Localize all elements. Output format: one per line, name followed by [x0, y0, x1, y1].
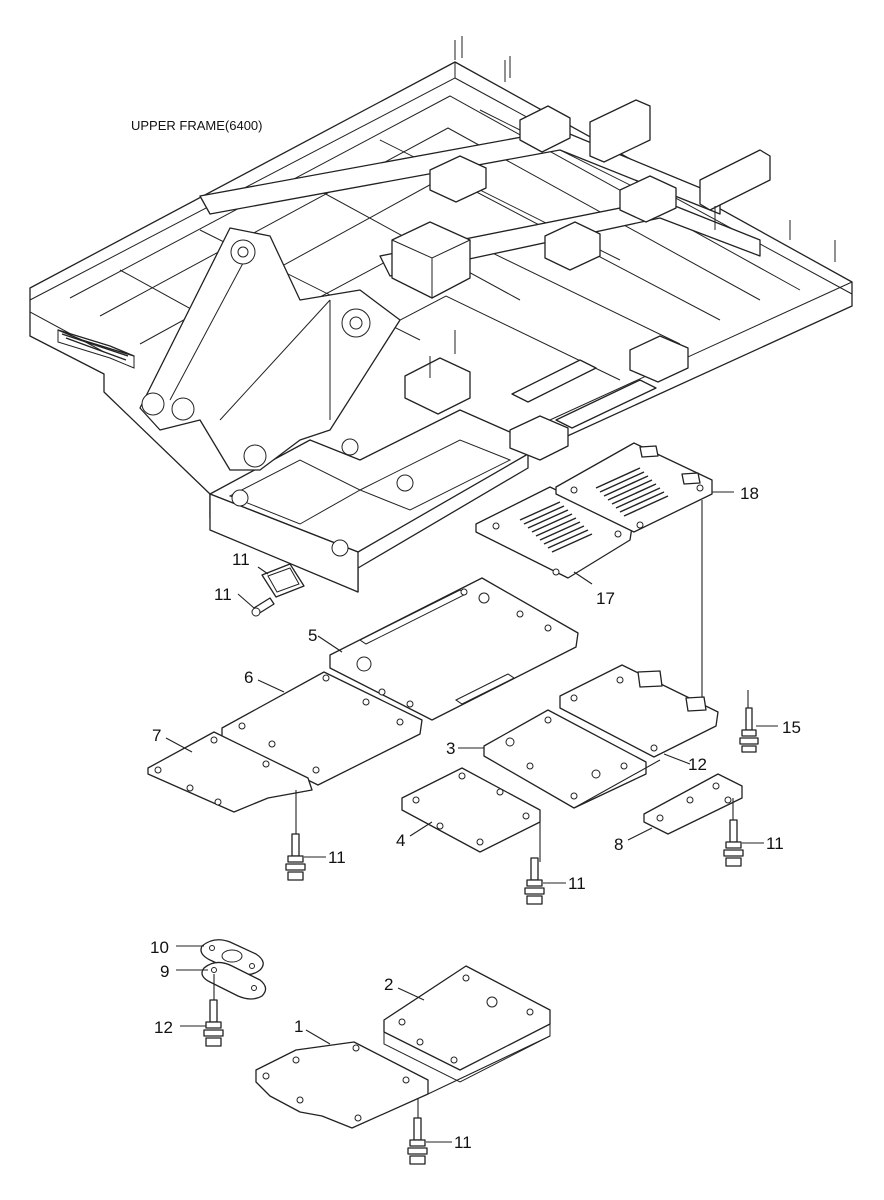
callout-1: 1 [294, 1017, 303, 1036]
callout-17: 17 [596, 589, 615, 608]
callout-11-c: 11 [766, 834, 784, 853]
callout-14: 11 [214, 585, 232, 604]
callout-11-d: 11 [454, 1133, 472, 1152]
frame-title: UPPER FRAME(6400) [131, 118, 262, 133]
part-4-cover-plate [401, 767, 541, 853]
part-11-bolt-a [285, 833, 306, 881]
part-5-cover-plate [329, 577, 579, 721]
callout-11-a: 11 [328, 848, 346, 867]
callout-13: 11 [232, 550, 250, 569]
callout-8: 8 [614, 835, 623, 854]
part-1-cover-plate [255, 1041, 429, 1129]
callout-10: 10 [150, 938, 169, 957]
part-11-bolt-b [524, 857, 545, 905]
callout-12: 12 [154, 1018, 173, 1037]
part-2-cover-plate [383, 965, 551, 1083]
callout-9: 9 [160, 962, 169, 981]
upper-frame [29, 36, 853, 593]
callout-15: 12 [688, 755, 707, 774]
callout-2: 2 [384, 975, 393, 994]
callout-18: 18 [740, 484, 759, 503]
part-12-bolt [203, 999, 224, 1047]
callout-3: 3 [446, 739, 455, 758]
part-16-bolt [739, 707, 759, 753]
callout-11-b: 11 [568, 874, 586, 893]
part-9-gasket [201, 961, 267, 1000]
callout-7: 7 [152, 726, 161, 745]
part-8-cover-plate [643, 773, 743, 835]
part-14-bolt [251, 597, 275, 617]
callout-5: 5 [308, 626, 317, 645]
part-10-gasket [200, 939, 264, 976]
part-11-bolt-c [723, 819, 744, 867]
part-7-cover-plate [147, 731, 313, 813]
part-15-cover-plate [559, 664, 719, 758]
part-13-bracket [261, 563, 305, 598]
part-18-grille-slats [595, 467, 669, 517]
callout-16: 15 [782, 718, 801, 737]
part-17-grille-slats [519, 501, 593, 553]
part-18-grille-cover [555, 442, 713, 533]
callout-6: 6 [244, 668, 253, 687]
part-3-cover-plate [483, 709, 647, 809]
callout-4: 4 [396, 831, 405, 850]
part-11-bolt-d [407, 1117, 428, 1165]
